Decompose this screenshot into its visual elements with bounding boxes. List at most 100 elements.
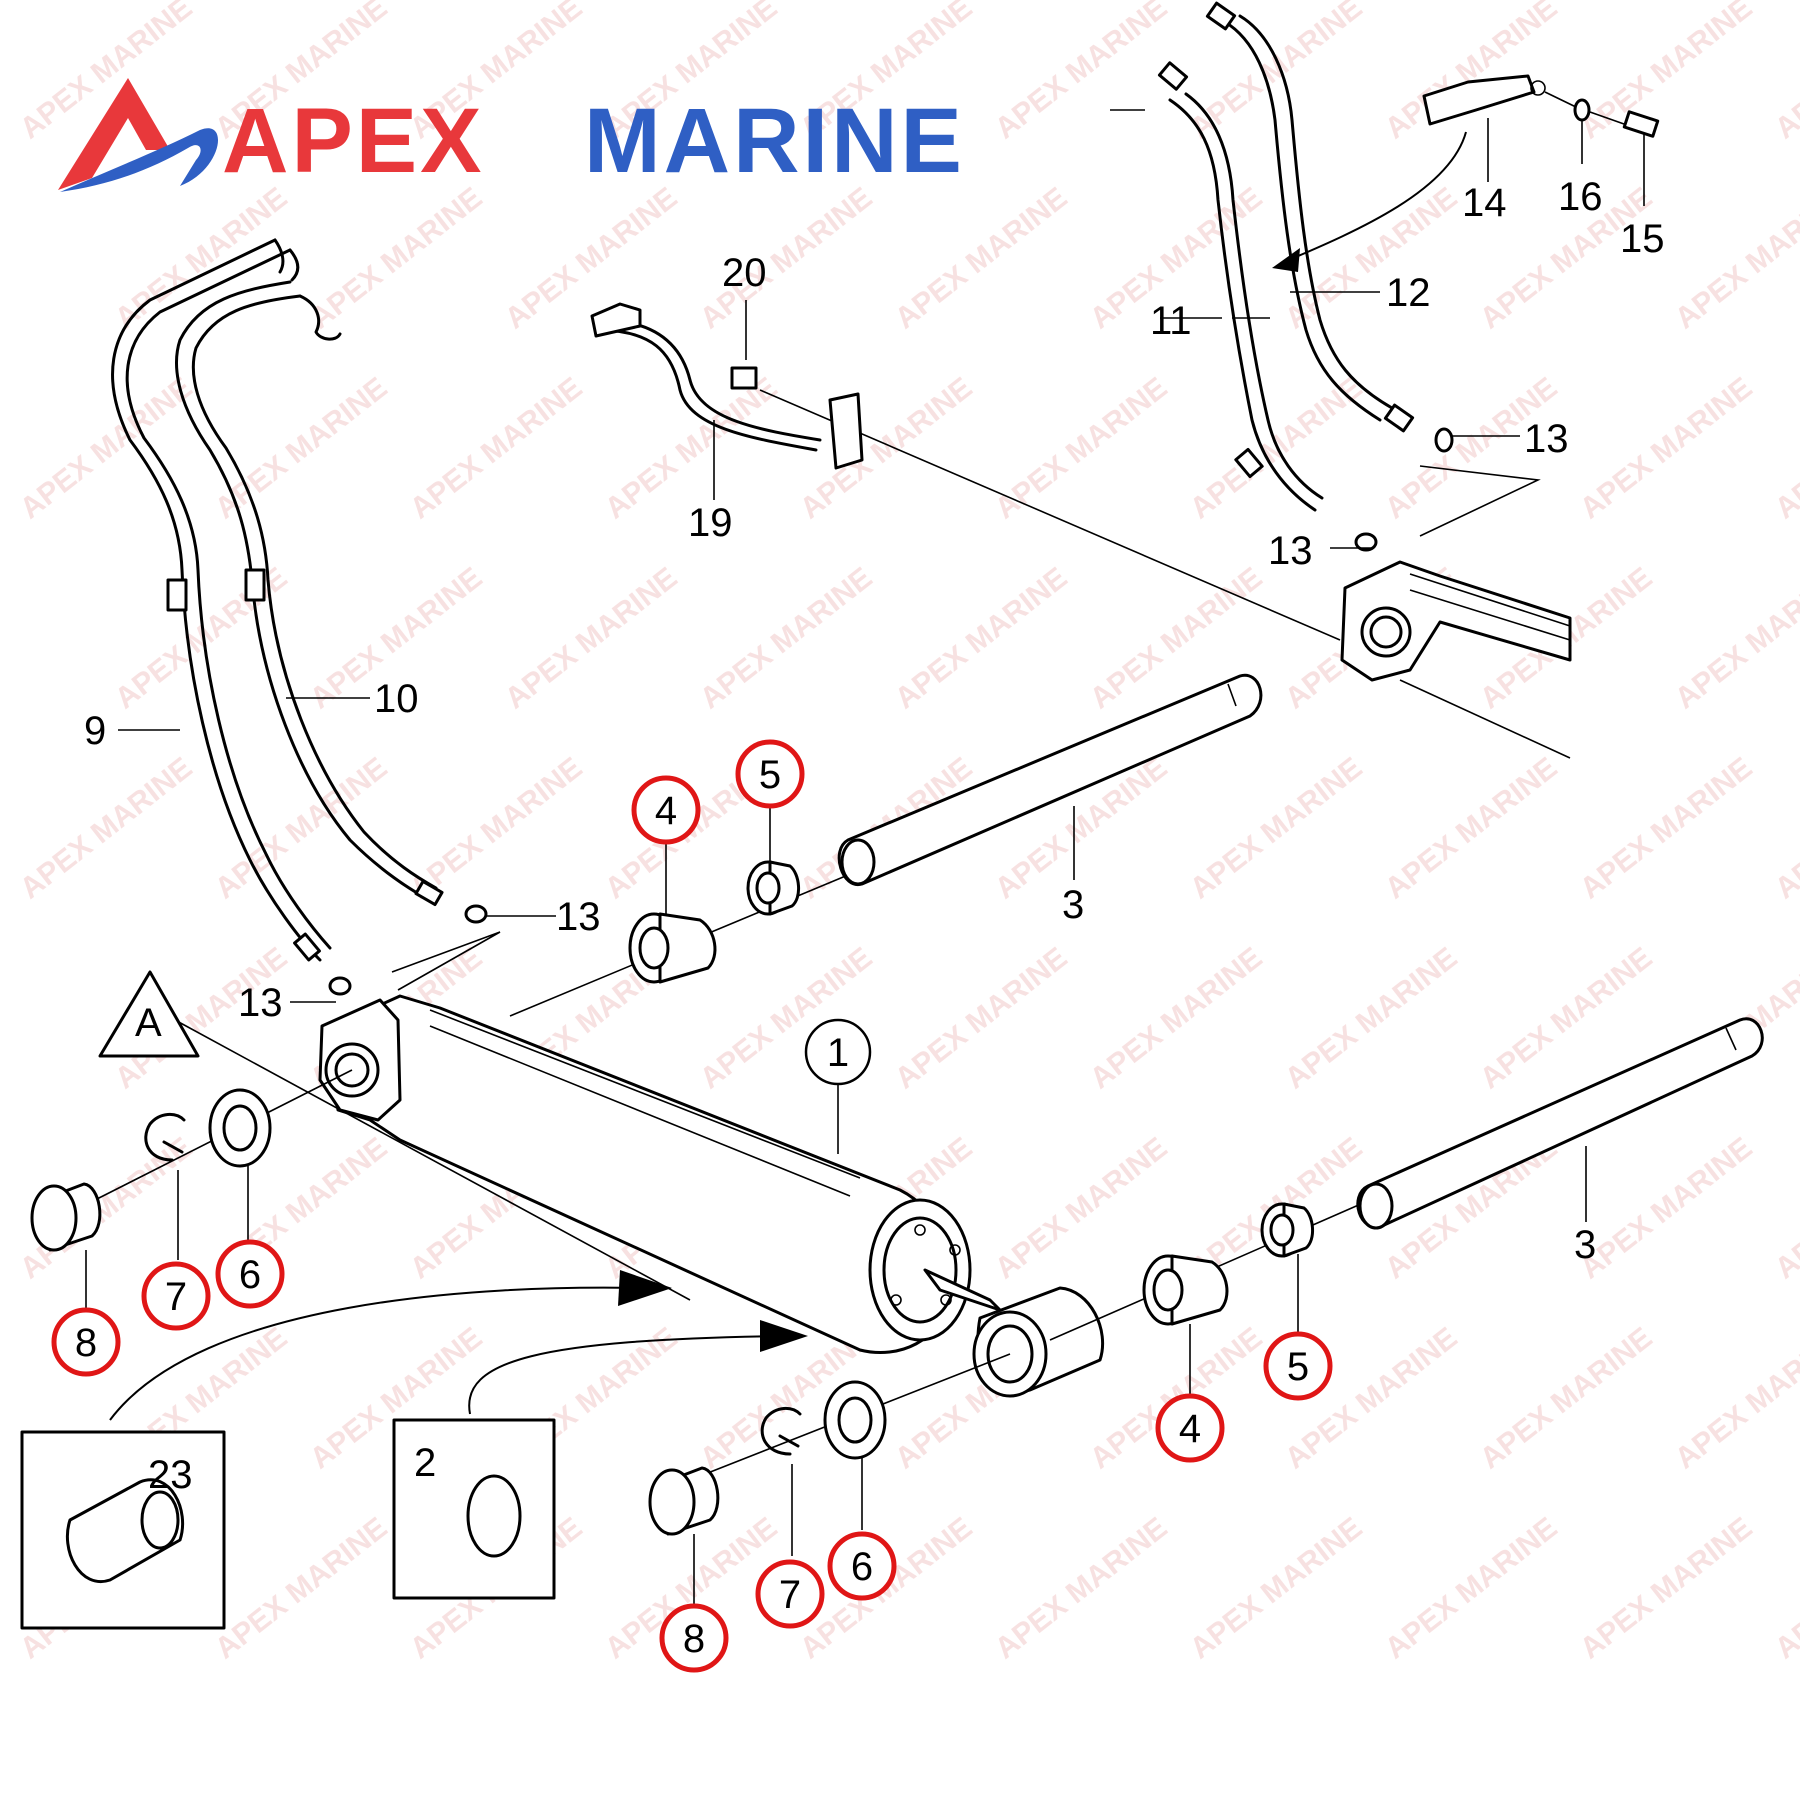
cap-8-right [648,1466,720,1536]
watermark-text: APEX MARINE [404,751,589,905]
brand-logo: APEX MARINE [58,78,965,192]
hose-11-fitting-icon [1157,61,1189,91]
watermark-text: APEX MARINE [794,371,979,525]
callout-2: 2 [414,1441,436,1485]
cap-8-left [30,1182,102,1252]
callout-6-left: 6 [239,1253,261,1297]
watermark-text: APEX MARINE [989,0,1174,146]
callout-7-left-circle: 7 [141,1261,211,1331]
watermark-text: APEX MARINE [1379,1511,1564,1665]
callout-5-lower-circle: 5 [1263,1331,1333,1401]
watermark-text: APEX MARINE [1669,561,1800,715]
watermark-text: APEX MARINE [499,181,684,335]
watermark-text: APEX MARINE [499,561,684,715]
callout-labels: 11 12 14 16 15 13 13 20 19 9 10 13 13 3 … [84,175,1665,1497]
logo-word-apex: APEX [222,90,485,192]
watermark-text: APEX MARINE [1084,941,1269,1095]
watermark-text: APEX MARINE [1574,0,1759,146]
o-ring-13-upper-icon [464,904,488,924]
callout-13-inset-lower: 13 [1268,529,1313,573]
callout-3-lower: 3 [1574,1223,1596,1267]
callout-4-upper-circle: 4 [631,775,701,845]
logo-mark-icon [58,78,170,190]
inset-hose-assembly [759,1,1660,759]
callout-16: 16 [1558,175,1603,219]
hose-12 [1223,20,1382,422]
watermark-text: APEX MARINE [1669,1321,1800,1475]
washer-6-left [208,1088,272,1168]
bushing-4-upper [628,912,717,984]
callout-4-upper: 4 [655,789,677,833]
o-ring-13-lower-icon [328,976,352,996]
watermark-text: APEX MARINE [1574,751,1759,905]
seal-2-icon [466,1474,522,1558]
spacer-5-lower [1260,1202,1314,1258]
callout-11: 11 [1150,299,1192,343]
watermark-text: APEX MARINE [694,561,879,715]
watermark-text: APEX MARINE [989,1131,1174,1285]
circlip-7-right [760,1407,802,1456]
callout-9: 9 [84,709,106,753]
callout-8-right: 8 [683,1617,705,1661]
callout-6-left-circle: 6 [215,1239,285,1309]
watermark-text: APEX MARINE [1379,751,1564,905]
watermark-text: APEX MARINE [1769,1131,1800,1285]
watermark-text: APEX MARINE [1574,1511,1759,1665]
callout-5-upper-circle: 5 [735,739,805,809]
callout-1-circle: 1 [804,1018,872,1086]
watermark-text: APEX MARINE [404,371,589,525]
callout-view-a: A [135,1001,162,1045]
connector-icon [590,302,642,338]
watermark-text: APEX MARINE [1669,181,1800,335]
callout-10: 10 [374,677,419,721]
bushing-4-lower [1142,1254,1229,1326]
callout-15: 15 [1620,217,1665,261]
watermark-text: APEX MARINE [14,751,199,905]
callout-12: 12 [1386,271,1431,315]
watermark-text: APEX MARINE [304,181,489,335]
highlighted-callouts: 4 5 4 5 6 7 8 6 [51,739,1333,1673]
watermark-text: APEX MARINE [889,181,1074,335]
hoses-9-10 [111,238,501,996]
sensor-bracket-icon [828,392,864,470]
callout-8-left-circle: 8 [51,1307,121,1377]
logo-swoosh-icon [60,128,219,192]
watermark-text: APEX MARINE [1769,371,1800,525]
callout-13-upper: 13 [556,895,601,939]
watermark-text: APEX MARINE [109,561,294,715]
watermark-text: APEX MARINE [889,561,1074,715]
watermark-text: APEX MARINE [989,1511,1174,1665]
callout-5-upper: 5 [759,753,781,797]
watermark-text: APEX MARINE [1474,1321,1659,1475]
steering-cylinder-1 [318,994,1105,1398]
watermark-text: APEX MARINE [1279,941,1464,1095]
watermark-text: APEX MARINE [1574,1131,1759,1285]
watermark-text: APEX MARINE [989,371,1174,525]
watermark-text: APEX MARINE [209,1511,394,1665]
sensor-wire-19 [590,302,864,470]
watermark-text: APEX MARINE [1769,0,1800,146]
watermark-text: APEX MARINE [1574,371,1759,525]
callout-7-left: 7 [165,1275,187,1319]
view-a-marker [98,970,200,1058]
bracket-14-icon [1422,74,1536,126]
pin-3-lower [1356,1017,1764,1230]
hose-11 [1168,98,1317,512]
callout-4-lower-circle: 4 [1155,1393,1225,1463]
inset-box-2 [392,1418,556,1600]
watermark-text: APEX MARINE [1769,751,1800,905]
callout-5-lower: 5 [1287,1345,1309,1389]
pin-3-upper [837,673,1263,886]
callout-20: 20 [722,251,767,295]
callout-14: 14 [1462,181,1507,225]
callout-6-right-circle: 6 [827,1531,897,1601]
callout-13-lower: 13 [238,981,283,1025]
watermark-text: APEX MARINE [1184,751,1369,905]
o-ring-13-icon [1434,427,1454,453]
circlip-7-left [144,1113,186,1162]
callout-4-lower: 4 [1179,1407,1201,1451]
callout-8-left: 8 [75,1321,97,1365]
logo-word-marine: MARINE [584,90,965,192]
